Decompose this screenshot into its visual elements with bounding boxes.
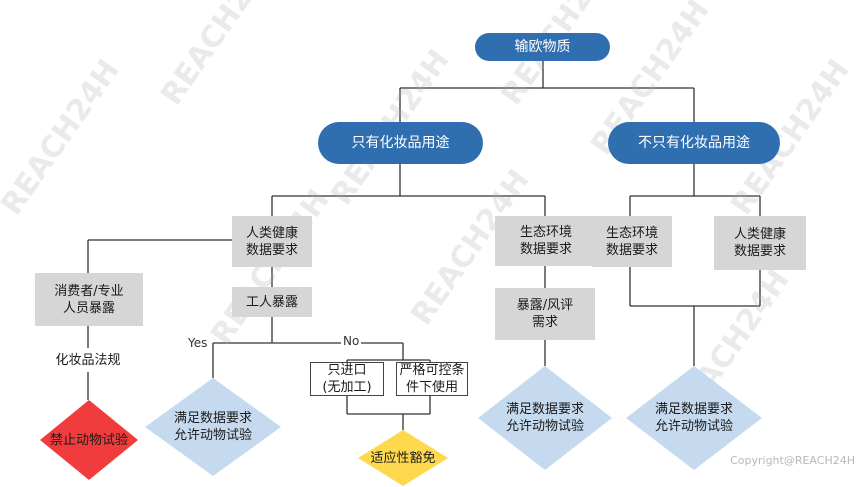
node-env-right: 生态环境 数据要求 xyxy=(592,216,672,267)
diamond-ban-animal-testing: 禁止动物试验 xyxy=(40,400,138,480)
copyright-text: Copyright@REACH24H xyxy=(730,454,855,467)
node-cosmetics-regulation: 化妆品法规 xyxy=(40,348,136,372)
diamond-shape xyxy=(40,400,138,480)
node-cosmetic-only: 只有化妆品用途 xyxy=(318,122,483,164)
node-human-health-left: 人类健康 数据要求 xyxy=(232,216,312,267)
diamond-shape xyxy=(145,378,281,476)
diamond-allow-testing-1: 满足数据要求 允许动物试验 xyxy=(145,378,281,476)
node-env-left: 生态环境 数据要求 xyxy=(495,216,597,266)
node-consumer-exposure: 消费者/专业 人员暴露 xyxy=(35,273,143,326)
diamond-label: 满足数据要求 允许动物试验 xyxy=(654,402,733,434)
diamond-label: 适应性豁免 xyxy=(370,450,436,466)
diamond-label: 满足数据要求 允许动物试验 xyxy=(173,411,252,443)
edge-label-yes: Yes xyxy=(186,336,210,350)
node-exposure-risk: 暴露/风评 需求 xyxy=(495,288,595,340)
node-worker-exposure: 工人暴露 xyxy=(232,287,312,317)
node-import-only: 只进口 (无加工) xyxy=(310,362,384,396)
node-root: 输欧物质 xyxy=(475,33,610,61)
node-strict-control: 严格可控条 件下使用 xyxy=(396,362,468,396)
diamond-label: 禁止动物试验 xyxy=(49,432,128,448)
edge-label-no: No xyxy=(341,334,362,348)
diamond-shape xyxy=(626,366,762,470)
diamond-allow-testing-3: 满足数据要求 允许动物试验 xyxy=(626,366,762,470)
diamond-allow-testing-2: 满足数据要求 允许动物试验 xyxy=(478,366,612,470)
diamond-waiver: 适应性豁免 xyxy=(358,430,448,486)
node-human-health-right: 人类健康 数据要求 xyxy=(714,216,806,270)
diamond-shape xyxy=(478,366,612,470)
diamond-shape xyxy=(358,430,448,486)
node-not-only-cosmetic: 不只有化妆品用途 xyxy=(608,122,780,164)
diamond-label: 满足数据要求 允许动物试验 xyxy=(505,402,584,434)
